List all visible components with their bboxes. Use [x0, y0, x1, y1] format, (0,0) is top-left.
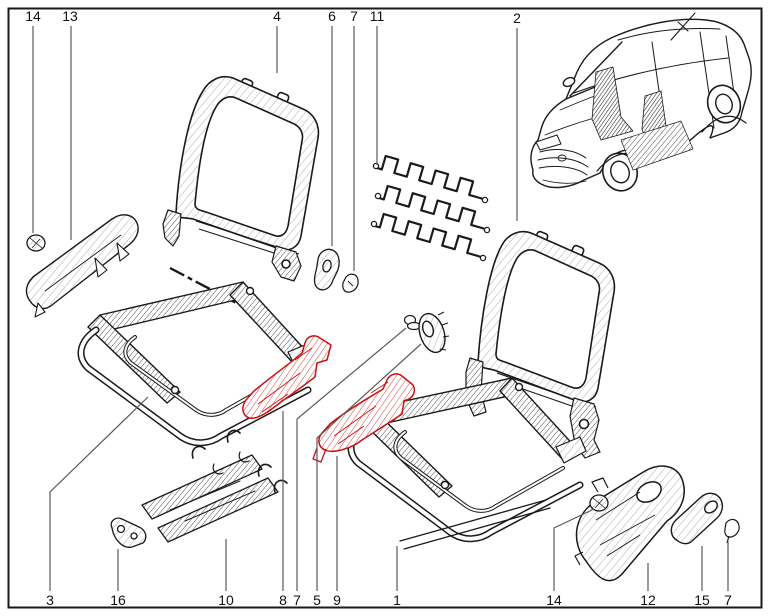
car-badge — [557, 154, 567, 162]
car-front-seat — [591, 66, 634, 141]
car-headlight — [535, 134, 562, 151]
part-11-seat-springs — [370, 154, 491, 262]
part-5-handwheel — [418, 311, 450, 354]
callout-4: 4 — [273, 8, 281, 24]
part-7-bolt — [403, 314, 422, 331]
part-6-hinge-cover — [313, 248, 340, 291]
car-illustration — [530, 12, 752, 192]
car-front-wheel-hub — [610, 160, 630, 184]
car-rear-wheel — [706, 84, 742, 124]
car-floor — [620, 120, 694, 171]
callout-13: 13 — [62, 8, 78, 24]
car-antenna-mark — [670, 12, 696, 41]
spring-wire-3 — [373, 212, 484, 259]
callout-8: 8 — [279, 592, 287, 608]
front-bracket — [555, 436, 587, 464]
spring-wire-1 — [375, 154, 486, 201]
callout-10: 10 — [218, 592, 234, 608]
callout-14-bottom: 14 — [546, 592, 562, 608]
leader-bottom-5 — [316, 343, 422, 591]
callout-14-top: 14 — [25, 8, 41, 24]
car-mirror — [562, 76, 576, 88]
frame-ring — [175, 75, 320, 251]
part-13-side-trim — [25, 214, 139, 318]
part-7-clip-top — [342, 273, 359, 293]
front-tube-core — [79, 328, 310, 445]
leader-bottom-3 — [49, 396, 149, 591]
callout-6: 6 — [328, 8, 336, 24]
leader-bottom-14 — [553, 508, 595, 591]
car-roofline-inner — [617, 27, 721, 41]
callout-16: 16 — [110, 592, 126, 608]
callout-1: 1 — [393, 592, 401, 608]
callout-2: 2 — [513, 10, 521, 26]
car-bumper-line — [542, 179, 587, 184]
callout-9: 9 — [333, 592, 341, 608]
part-10-rail-pack — [141, 429, 288, 543]
slide-rail — [399, 499, 551, 550]
callout-5: 5 — [313, 592, 321, 608]
frame-ring — [477, 230, 616, 403]
pan-wire-core — [124, 336, 294, 416]
callout-7-top: 7 — [350, 8, 358, 24]
frame-side-plate-left — [162, 209, 182, 247]
part-16-clamp — [110, 517, 147, 548]
callout-12: 12 — [640, 592, 656, 608]
hooks — [191, 429, 288, 493]
pan-wire-core — [394, 431, 564, 512]
part-12-side-shield — [574, 465, 685, 582]
part-7-pin-right — [724, 518, 740, 544]
callout-11: 11 — [370, 8, 385, 24]
part-8-bracket-highlighted — [242, 335, 332, 419]
part-1-seat-frame-right — [347, 377, 587, 550]
callout-7-right: 7 — [724, 592, 732, 608]
car-beltline — [573, 57, 729, 94]
part-14-cap-left — [26, 234, 46, 252]
callout-15: 15 — [694, 592, 710, 608]
part-14-cap-right — [589, 494, 609, 512]
part-15-handle — [670, 492, 724, 545]
callout-3: 3 — [46, 592, 54, 608]
callout-7-mid: 7 — [293, 592, 301, 608]
leader-lines — [32, 26, 729, 591]
leader-bottom-7 — [296, 327, 407, 591]
spring-wire-2 — [377, 184, 488, 231]
car-rear-wheel-hub — [715, 93, 733, 115]
callout-labels: 14 13 4 6 7 11 2 3 16 10 8 7 5 9 1 14 12… — [25, 8, 732, 608]
